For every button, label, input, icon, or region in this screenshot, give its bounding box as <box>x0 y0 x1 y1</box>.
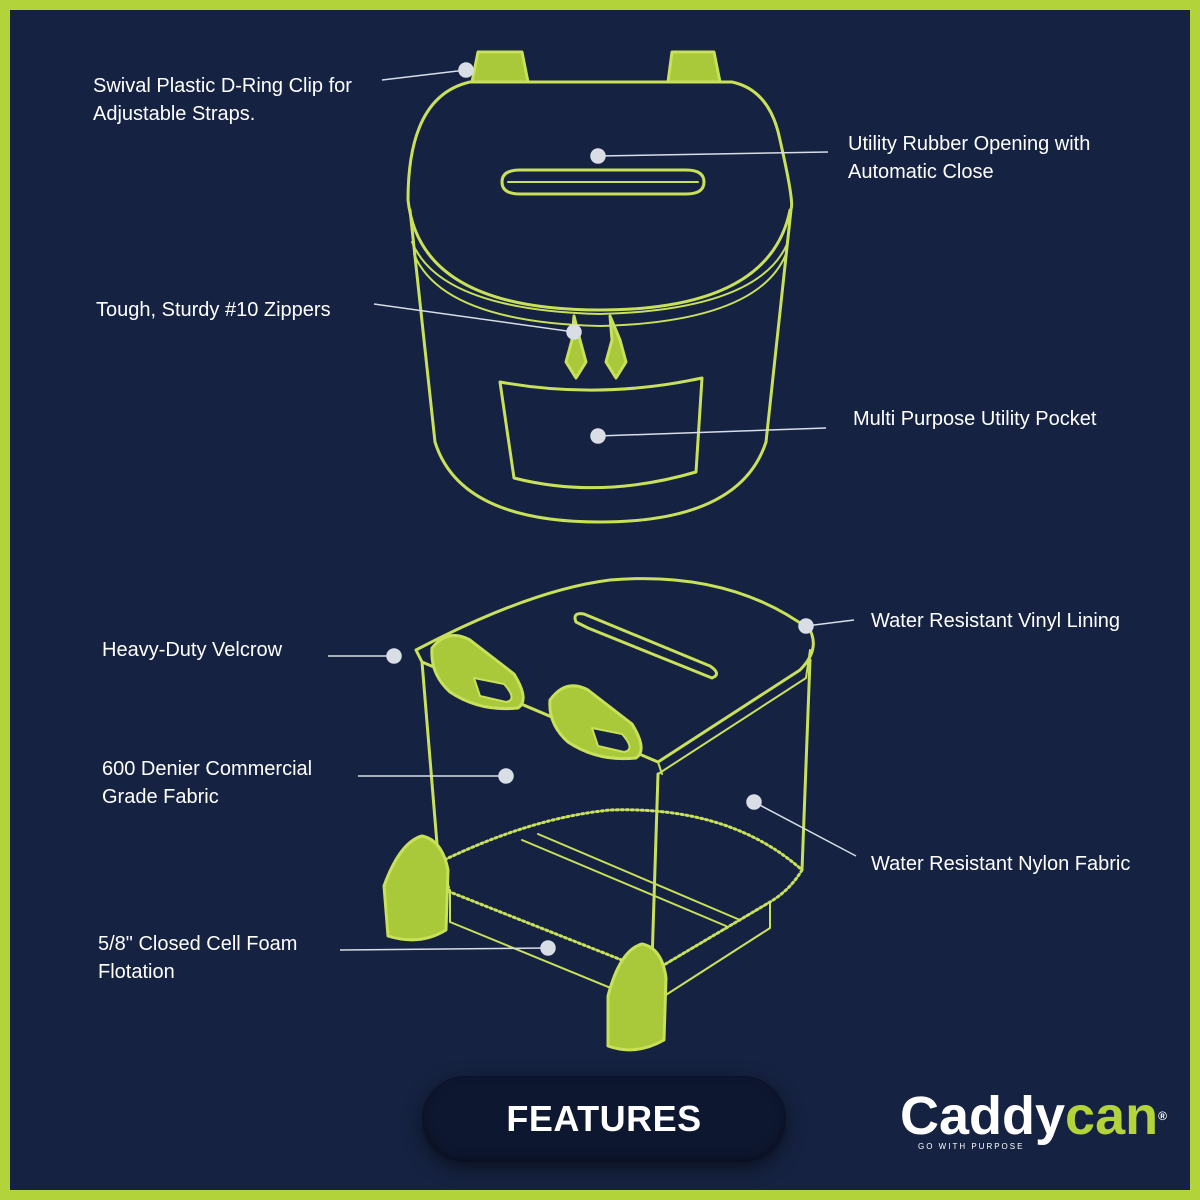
top-bag-drawing <box>406 50 794 524</box>
corner-strap-left <box>382 834 450 942</box>
leader-nylon <box>746 794 857 857</box>
d-ring-clip-right <box>666 50 722 84</box>
logo-tagline: GO WITH PURPOSE <box>918 1142 1025 1151</box>
callout-foam-line1: 5/8" Closed Cell Foam <box>98 933 298 955</box>
callout-d-ring: Swival Plastic D-Ring Clip for Adjustabl… <box>93 72 352 128</box>
vinyl-lining-rim <box>414 577 815 764</box>
bottom-bag-drawing <box>382 577 815 1052</box>
leader-denier <box>358 768 514 784</box>
callout-rubber-opening-line1: Utility Rubber Opening with <box>848 133 1091 155</box>
callout-vinyl: Water Resistant Vinyl Lining <box>871 607 1120 635</box>
zipper-pull-left <box>564 314 588 380</box>
logo-registered-mark: ® <box>1158 1109 1167 1123</box>
callout-rubber-opening-line2: Automatic Close <box>848 161 994 183</box>
callout-zippers-line1: Tough, Sturdy #10 Zippers <box>96 299 331 321</box>
utility-pocket <box>498 376 704 490</box>
callout-denier-line2: Grade Fabric <box>102 786 219 808</box>
infographic-panel: Swival Plastic D-Ring Clip for Adjustabl… <box>10 10 1190 1190</box>
callout-denier: 600 Denier Commercial Grade Fabric <box>102 755 312 811</box>
leader-velcrow <box>328 648 402 664</box>
logo-wordmark: Caddycan® <box>900 1086 1167 1146</box>
leader-zippers <box>373 303 582 340</box>
callout-rubber-opening: Utility Rubber Opening with Automatic Cl… <box>848 130 1090 186</box>
callout-pocket-line1: Multi Purpose Utility Pocket <box>853 408 1097 430</box>
leader-d-ring <box>381 62 474 81</box>
bag-body <box>408 208 793 524</box>
bag-lid <box>406 80 794 312</box>
callout-pocket: Multi Purpose Utility Pocket <box>853 405 1096 433</box>
callout-velcrow: Heavy-Duty Velcrow <box>102 636 282 664</box>
logo-word-caddy: Caddy <box>900 1086 1066 1146</box>
rubber-opening-slot <box>500 168 706 196</box>
callout-denier-line1: 600 Denier Commercial <box>102 758 313 780</box>
callout-nylon: Water Resistant Nylon Fabric <box>871 850 1130 878</box>
callout-foam: 5/8" Closed Cell Foam Flotation <box>98 930 297 986</box>
logo-word-can: can <box>1065 1086 1159 1146</box>
callout-vinyl-line1: Water Resistant Vinyl Lining <box>871 610 1121 632</box>
features-title: FEATURES <box>506 1098 702 1139</box>
leader-foam <box>339 940 556 956</box>
callout-foam-line2: Flotation <box>98 961 175 983</box>
callout-velcrow-line1: Heavy-Duty Velcrow <box>102 639 283 661</box>
d-ring-clip-left <box>470 50 530 84</box>
foam-base <box>438 808 804 974</box>
caddycan-illustration <box>328 50 857 1052</box>
leader-rubber-opening <box>590 148 829 164</box>
leader-pocket <box>590 427 827 444</box>
bottom-opening-slot <box>573 612 718 680</box>
callout-d-ring-line2: Adjustable Straps. <box>93 103 256 125</box>
caddycan-logo: Caddycan® GO WITH PURPOSE <box>900 1086 1167 1158</box>
features-banner: FEATURES <box>422 1076 786 1162</box>
corner-strap-right <box>606 942 668 1052</box>
callout-zippers: Tough, Sturdy #10 Zippers <box>96 296 331 324</box>
zipper-pull-right <box>604 314 628 380</box>
callout-d-ring-line1: Swival Plastic D-Ring Clip for <box>93 75 352 97</box>
leader-vinyl <box>798 618 855 634</box>
callout-nylon-line1: Water Resistant Nylon Fabric <box>871 853 1131 875</box>
